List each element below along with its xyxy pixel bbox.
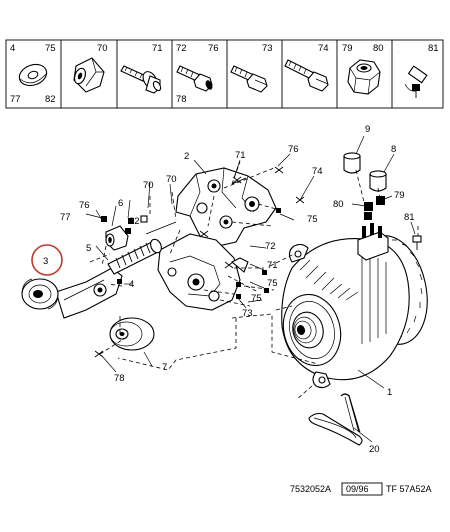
footer-code: TF 57A52A bbox=[386, 484, 432, 494]
legend-label: 78 bbox=[176, 94, 187, 105]
callout-20: 20 bbox=[369, 444, 380, 455]
legend-cell-bolt-washer: 71 bbox=[120, 43, 163, 94]
callout-5: 5 bbox=[86, 243, 91, 254]
callout-72: 72 bbox=[265, 241, 276, 252]
callout-2: 2 bbox=[184, 151, 189, 162]
legend-cell-bolt-73: 73 bbox=[230, 43, 273, 93]
bolt-with-washer-icon bbox=[120, 65, 162, 94]
callout-70-left: 70 bbox=[143, 180, 154, 191]
footer-ref: 7532052A bbox=[290, 484, 331, 494]
callout-73: 73 bbox=[242, 308, 253, 319]
callout-78: 78 bbox=[114, 373, 125, 384]
callout-3: 3 bbox=[43, 256, 48, 267]
legend-label: 82 bbox=[45, 94, 56, 105]
legend-label: 80 bbox=[373, 43, 384, 54]
terminal-nuts bbox=[364, 196, 385, 211]
callout-81: 81 bbox=[404, 212, 415, 223]
idler-roller bbox=[109, 317, 155, 351]
tensioner-assembly bbox=[21, 267, 123, 319]
legend-label: 74 bbox=[318, 43, 329, 54]
legend-label: 70 bbox=[97, 43, 108, 54]
bushing-icon bbox=[73, 57, 105, 93]
mounting-bracket bbox=[157, 167, 277, 311]
fasteners bbox=[101, 177, 281, 299]
drive-belt bbox=[308, 393, 363, 446]
highlight-circle bbox=[31, 244, 63, 276]
washer-icon bbox=[18, 63, 48, 87]
callout-75-mid-upper: 75 bbox=[267, 278, 278, 289]
callout-6: 6 bbox=[118, 198, 123, 209]
legend-cell-cable-tie: 81 bbox=[397, 43, 439, 98]
rubber-caps bbox=[343, 152, 387, 192]
callout-75-right: 75 bbox=[307, 214, 318, 225]
callout-76-top: 76 bbox=[288, 144, 299, 155]
long-bolt-icon bbox=[284, 59, 329, 92]
callout-82: 82 bbox=[129, 216, 140, 227]
callout-labels: 9 8 79 80 81 2 71 76 74 75 70 70 76 6 82… bbox=[43, 124, 415, 455]
legend-label: 71 bbox=[152, 43, 163, 54]
callout-70-right: 70 bbox=[166, 174, 177, 185]
callout-7: 7 bbox=[162, 362, 167, 373]
spring-damper bbox=[107, 238, 162, 275]
legend-cell-bushing: 70 bbox=[73, 43, 108, 93]
callout-9: 9 bbox=[365, 124, 370, 135]
legend-label: 4 bbox=[10, 43, 15, 54]
legend-label: 76 bbox=[208, 43, 219, 54]
callout-80: 80 bbox=[333, 199, 344, 210]
callout-71-mid: 71 bbox=[267, 260, 278, 271]
legend-label: 77 bbox=[10, 94, 21, 105]
cross-markers bbox=[94, 166, 305, 358]
leader-lines bbox=[85, 135, 416, 443]
alternator bbox=[281, 212, 428, 389]
legend-cell-long-bolt: 74 bbox=[284, 43, 329, 92]
legend-label: 75 bbox=[45, 43, 56, 54]
bolt-icon bbox=[176, 65, 213, 92]
legend-cell-washer: 4 75 77 82 bbox=[10, 43, 56, 105]
assembly-lines bbox=[89, 161, 419, 401]
footer-date: 09/96 bbox=[346, 484, 369, 494]
legend-label: 79 bbox=[342, 43, 353, 54]
hex-nut-icon bbox=[347, 59, 381, 95]
legend-cell-bolt: 72 76 78 bbox=[176, 43, 219, 105]
callout-4: 4 bbox=[129, 279, 134, 290]
cable-tie bbox=[412, 235, 422, 250]
cable-tie-icon bbox=[397, 51, 431, 98]
callout-71-top: 71 bbox=[235, 150, 246, 161]
legend-label: 81 bbox=[428, 43, 439, 54]
callout-1: 1 bbox=[387, 387, 392, 398]
callout-75-mid-lower: 75 bbox=[251, 293, 262, 304]
legend-cell-hex-nut: 79 80 bbox=[342, 43, 384, 95]
legend-label: 72 bbox=[176, 43, 187, 54]
callout-74: 74 bbox=[312, 166, 323, 177]
footer-reference: 7532052A 09/96 TF 57A52A bbox=[290, 482, 432, 496]
callout-76-left: 76 bbox=[79, 200, 90, 211]
callout-79: 79 bbox=[394, 190, 405, 201]
bushing bbox=[105, 225, 129, 251]
callout-8: 8 bbox=[391, 144, 396, 155]
bolt-icon bbox=[230, 65, 268, 93]
legend-label: 73 bbox=[262, 43, 273, 54]
parts-legend: 4 75 77 82 70 71 bbox=[5, 39, 444, 109]
callout-77: 77 bbox=[60, 212, 71, 223]
